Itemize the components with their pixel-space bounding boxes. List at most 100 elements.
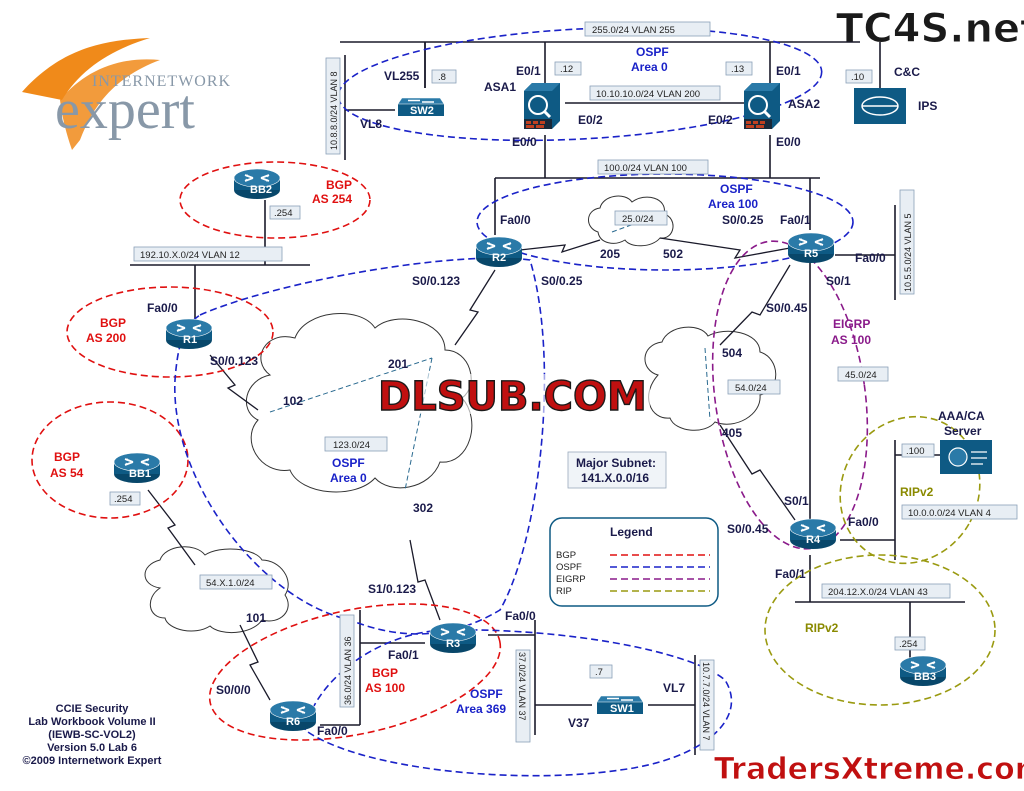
net45-label: 45.0/24 bbox=[845, 370, 877, 381]
vl7-label: VL7 bbox=[663, 681, 685, 695]
credits-line-4: Version 5.0 Lab 6 bbox=[47, 742, 137, 754]
r1-s0123-label: S0/0.123 bbox=[210, 354, 258, 368]
cc-label: C&C bbox=[894, 65, 920, 79]
bgp-as100-domain bbox=[208, 603, 502, 741]
r6-serial bbox=[239, 624, 271, 701]
vl8-label: VL8 bbox=[360, 117, 382, 131]
legend: Legend BGP OSPF EIGRP RIP bbox=[549, 517, 719, 607]
credits-line-2: Lab Workbook Volume II bbox=[28, 716, 155, 728]
dlci102-label: 102 bbox=[283, 394, 303, 408]
traders-watermark: TradersXtreme.com bbox=[714, 752, 1024, 787]
router-bb1[interactable]: BB1 bbox=[113, 452, 161, 484]
ospf-area369-label-2: Area 369 bbox=[456, 702, 506, 716]
credits: CCIE Security Lab Workbook Volume II (IE… bbox=[23, 703, 162, 767]
eigrp-as100-label-2: AS 100 bbox=[831, 333, 871, 347]
router-r6[interactable]: R6 bbox=[269, 700, 317, 732]
r3-fr-serial bbox=[409, 539, 441, 621]
major-subnet-value: 141.X.0.0/16 bbox=[581, 471, 649, 485]
rip-aaa-label: RIPv2 bbox=[900, 485, 934, 499]
bb3-label: BB3 bbox=[914, 671, 936, 683]
credits-line-5: ©2009 Internetwork Expert bbox=[23, 755, 162, 767]
aaa-host: .100 bbox=[906, 446, 925, 457]
switch-sw1[interactable]: SW1 bbox=[596, 695, 644, 715]
dlsub-watermark: DLSUB.COM bbox=[377, 373, 650, 421]
asa1-e01-label: E0/1 bbox=[516, 64, 541, 78]
r5-fa01-label: Fa0/1 bbox=[780, 213, 811, 227]
internetwork-expert-logo: INTERNETWORK expert bbox=[22, 38, 230, 150]
r3-s1123-label: S1/0.123 bbox=[368, 582, 416, 596]
sw2-host: .8 bbox=[438, 72, 446, 83]
router-r3[interactable]: R3 bbox=[429, 622, 477, 654]
router-r4[interactable]: R4 bbox=[789, 518, 837, 550]
router-bb2[interactable]: BB2 bbox=[233, 168, 281, 200]
ospf-area369-domain bbox=[304, 629, 733, 777]
ospf-area0-top-domain bbox=[337, 26, 823, 142]
ips-sensor[interactable] bbox=[854, 88, 906, 124]
vlan43-label: 204.12.X.0/24 VLAN 43 bbox=[828, 587, 928, 598]
r5-label: R5 bbox=[804, 248, 818, 260]
ips-host: .10 bbox=[851, 72, 864, 83]
interface-labels: VL255 VL8 E0/1 E0/2 E0/0 E0/1 E0/2 E0/0 … bbox=[147, 64, 886, 738]
router-r1[interactable]: R1 bbox=[165, 318, 213, 350]
legend-rip: RIP bbox=[556, 586, 572, 597]
ospf-area0-mid-label-1: OSPF bbox=[332, 456, 365, 470]
router-r2[interactable]: R2 bbox=[475, 236, 523, 268]
aaa-label-line2: Server bbox=[944, 424, 982, 438]
asa2-e01-label: E0/1 bbox=[776, 64, 801, 78]
sw1-label: SW1 bbox=[610, 703, 634, 715]
bgp-as100-label-1: BGP bbox=[372, 666, 398, 680]
net54x-label: 54.X.1.0/24 bbox=[206, 578, 255, 589]
r6-label: R6 bbox=[286, 716, 300, 728]
vlan100-label: 100.0/24 VLAN 100 bbox=[604, 163, 687, 174]
r4-fa01-label: Fa0/1 bbox=[775, 567, 806, 581]
vlan37-label: 37.0/24 VLAN 37 bbox=[517, 652, 527, 721]
dlci405-label: 405 bbox=[722, 426, 742, 440]
firewall-asa1[interactable] bbox=[522, 81, 562, 131]
v37-label: V37 bbox=[568, 716, 590, 730]
r6-s000-label: S0/0/0 bbox=[216, 683, 251, 697]
bb2-host: .254 bbox=[274, 208, 293, 219]
firewall-asa2[interactable] bbox=[742, 81, 782, 131]
ospf-area0-top-label-2: Area 0 bbox=[631, 60, 668, 74]
legend-bgp: BGP bbox=[556, 550, 576, 561]
vertical-network-labels: 10.8.8.0/24 VLAN 8 10.5.5.0/24 VLAN 5 36… bbox=[325, 57, 915, 751]
cloud-frame-relay-123 bbox=[246, 313, 473, 493]
bgp-as254-domain bbox=[179, 161, 371, 239]
bgp-as54-domain bbox=[31, 401, 189, 519]
asa2-host: .13 bbox=[731, 64, 744, 75]
r5-s01-label: S0/1 bbox=[826, 274, 851, 288]
bb1-serial bbox=[147, 489, 196, 566]
router-bb3[interactable]: BB3 bbox=[899, 655, 947, 687]
r4-s01-label: S0/1 bbox=[784, 494, 809, 508]
bb1-label: BB1 bbox=[129, 468, 151, 480]
fr25-label: 25.0/24 bbox=[622, 214, 654, 225]
aaa-label-line1: AAA/CA bbox=[938, 409, 985, 423]
dlci205-label: 205 bbox=[600, 247, 620, 261]
eigrp-as100-domain bbox=[711, 240, 869, 550]
sw1-host: .7 bbox=[595, 667, 603, 678]
vlan255-label: 255.0/24 VLAN 255 bbox=[592, 25, 675, 36]
logo-bottom-text: expert bbox=[55, 79, 195, 141]
aaa-ca-server[interactable] bbox=[940, 440, 992, 474]
r2-label: R2 bbox=[492, 252, 506, 264]
r4-label: R4 bbox=[806, 534, 821, 546]
legend-ospf: OSPF bbox=[556, 562, 582, 573]
router-r5[interactable]: R5 bbox=[787, 232, 835, 264]
dlci201-label: 201 bbox=[388, 357, 408, 371]
domain-labels: OSPF Area 0 OSPF Area 100 BGP AS 254 BGP… bbox=[50, 45, 934, 716]
ospf-area100-label-2: Area 100 bbox=[708, 197, 758, 211]
vlan8-label: 10.8.8.0/24 VLAN 8 bbox=[329, 71, 339, 150]
r6-fa00-label: Fa0/0 bbox=[317, 724, 348, 738]
asa1-e02-label: E0/2 bbox=[578, 113, 603, 127]
switch-sw2[interactable]: SW2 bbox=[397, 97, 445, 117]
r5-fa00-label: Fa0/0 bbox=[855, 251, 886, 265]
dlci502-label: 502 bbox=[663, 247, 683, 261]
vlan36-label: 36.0/24 VLAN 36 bbox=[343, 636, 353, 705]
bb3-host: .254 bbox=[899, 639, 918, 650]
fr54-label: 54.0/24 bbox=[735, 383, 767, 394]
r3-fa01-label: Fa0/1 bbox=[388, 648, 419, 662]
vlan4-label: 10.0.0.0/24 VLAN 4 bbox=[908, 508, 991, 519]
vlan200-label: 10.10.10.0/24 VLAN 200 bbox=[596, 89, 700, 100]
bb2-label: BB2 bbox=[250, 184, 272, 196]
